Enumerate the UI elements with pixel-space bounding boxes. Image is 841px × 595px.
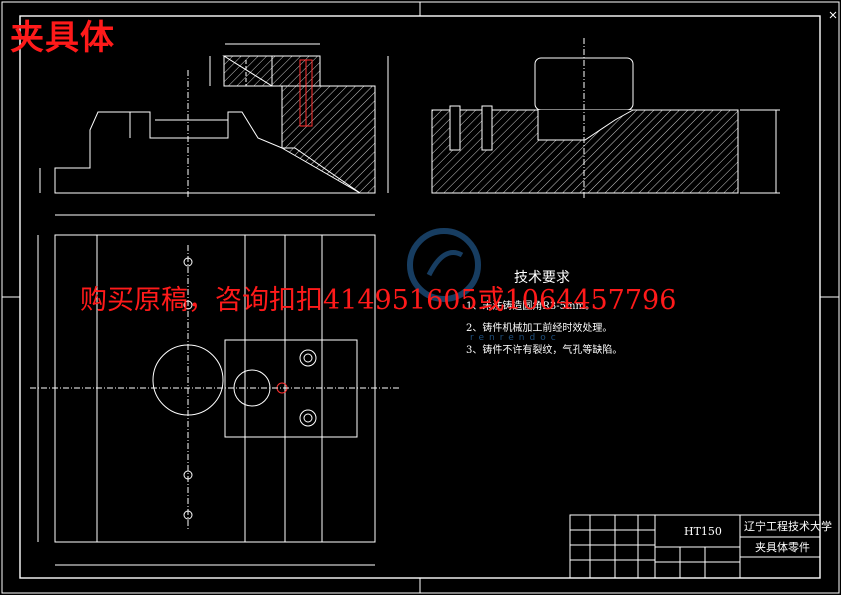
title-block-school: 辽宁工程技术大学 [744, 519, 832, 533]
side-view [431, 38, 780, 200]
watermark-text: renrendoc [470, 333, 561, 343]
tech-requirements-heading: 技术要求 [514, 270, 570, 286]
overlay-ad-text: 购买原稿，咨询扣扣414951605或1064457796 [80, 285, 677, 316]
tech-requirement-2: 2、铸件机械加工前经时效处理。 [466, 321, 612, 334]
title-block [569, 514, 821, 579]
front-view [39, 43, 389, 198]
title-block-material: HT150 [684, 525, 722, 538]
tech-requirements: 技术要求 1、未注铸造圆角R3-5mm。 2、铸件机械加工前经时效处理。 3、铸… [466, 270, 622, 356]
tech-requirement-1: 1、未注铸造圆角R3-5mm。 [466, 299, 595, 312]
tech-requirement-3: 3、铸件不许有裂纹，气孔等缺陷。 [466, 343, 622, 356]
overlay-title: 夹具体 [10, 18, 115, 58]
top-view [30, 214, 400, 566]
title-block-part-name: 夹具体零件 [755, 540, 810, 554]
